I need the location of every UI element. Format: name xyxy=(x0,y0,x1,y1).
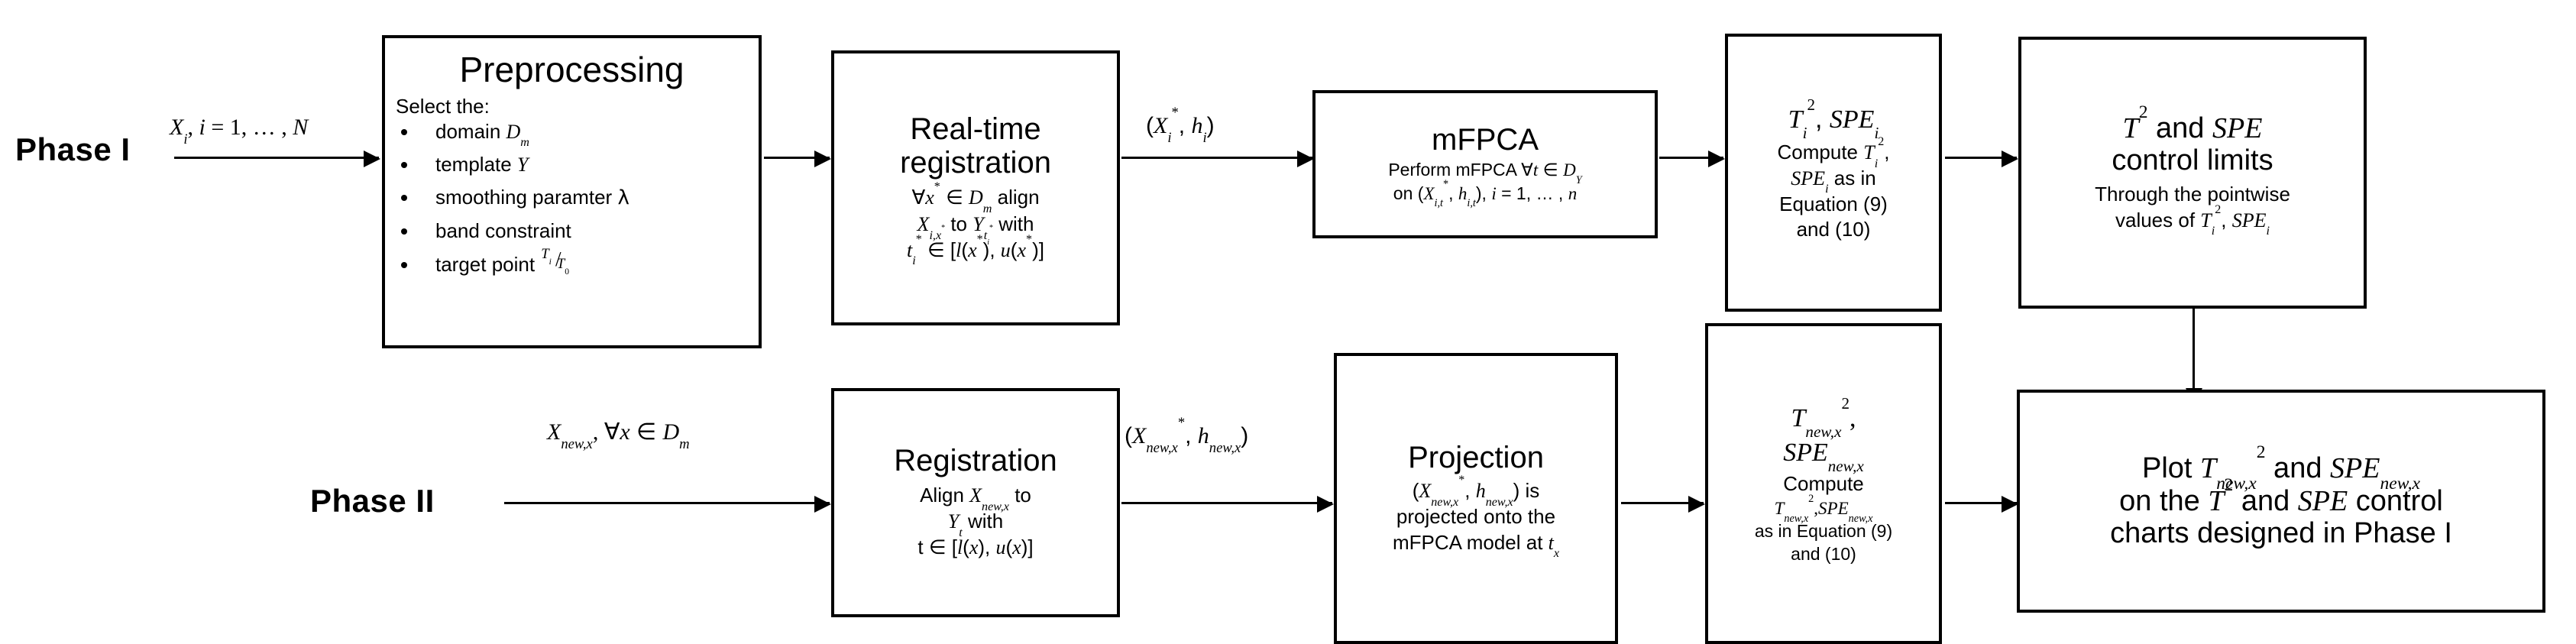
box-control-limits[interactable]: T2 and SPE control limits Through the po… xyxy=(2018,37,2367,309)
stats-phase2-body-line2: Tnew,x2,SPEnew,x xyxy=(1774,493,1873,525)
phase-1-label: Phase I xyxy=(15,131,131,167)
list-item: template Y xyxy=(419,154,629,175)
box-preprocessing[interactable]: Preprocessing Select the: domain Dm temp… xyxy=(382,35,762,348)
control-limits-body-line1: Through the pointwise xyxy=(2095,182,2290,205)
edge-label-registration-to-mfpca: (Xi*, hi) xyxy=(1146,105,1215,147)
box-mfpca[interactable]: mFPCA Perform mFPCA ∀t ∈ DY on (Xi,t*, h… xyxy=(1312,90,1658,238)
stats-phase1-body-line1: Compute Ti2, xyxy=(1777,134,1890,170)
arrow-preprocessing-to-registration xyxy=(764,150,831,167)
arrow-projection-to-stats2 xyxy=(1621,496,1705,513)
plot-phase2-body-line2: on the T2 and SPE control xyxy=(2119,474,2443,517)
plot-phase2-body-line1: Plot Tnew,x2 and SPEnew,x xyxy=(2142,442,2420,494)
arrow-phase1-input xyxy=(174,150,380,167)
box-plot-phase2[interactable]: Plot Tnew,x2 and SPEnew,x on the T2 and … xyxy=(2017,390,2545,613)
preprocessing-title: Preprocessing xyxy=(459,50,684,89)
arrow-registration-to-mfpca xyxy=(1121,150,1314,167)
arrow-stats2-to-plot xyxy=(1945,496,2018,513)
realtime-registration-body-line2: Xi,x* to Yti* with xyxy=(917,212,1034,247)
stats-phase2-title-line2: SPEnew,x xyxy=(1783,439,1864,475)
realtime-registration-title-line2: registration xyxy=(900,146,1051,180)
stats-phase2-body-line3: as in Equation (9) xyxy=(1754,521,1893,542)
stats-phase1-title: Ti2, SPEi xyxy=(1788,95,1879,142)
control-limits-title-line2: control limits xyxy=(2112,144,2273,177)
projection-title: Projection xyxy=(1408,441,1544,475)
stats-phase1-body-line2: SPEi as in xyxy=(1791,166,1876,196)
stats-phase2-title-line1: Tnew,x2, xyxy=(1791,393,1856,441)
mfpca-body-line1: Perform mFPCA ∀t ∈ DY xyxy=(1388,160,1582,186)
control-limits-body-line2: values of Ti2, SPEi xyxy=(2115,202,2270,238)
box-realtime-registration[interactable]: Real-time registration ∀x* ∈ Dm align Xi… xyxy=(831,50,1120,325)
box-stats-phase1[interactable]: Ti2, SPEi Compute Ti2, SPEi as in Equati… xyxy=(1725,34,1942,312)
registration-phase2-body-line2: Yt with xyxy=(947,510,1004,539)
registration-phase2-body-line3: t ∈ [l(x), u(x)] xyxy=(917,535,1034,559)
arrow-control-limits-to-plot xyxy=(2186,309,2202,405)
edge-label-phase2-input: Xnew,x, ∀x ∈ Dm xyxy=(547,419,690,453)
realtime-registration-body-line3: ti* ∈ [l(x*), u(x*)] xyxy=(907,232,1044,268)
mfpca-body-line2: on (Xi,t*, hi,t), i = 1, … , n xyxy=(1393,177,1578,210)
stats-phase1-body-line4: and (10) xyxy=(1796,218,1871,241)
list-item: domain Dm xyxy=(419,121,629,149)
registration-phase2-body-line1: Align Xnew,x to xyxy=(920,484,1031,513)
plot-phase2-body-line3: charts designed in Phase I xyxy=(2110,517,2452,550)
arrow-registration2-to-projection xyxy=(1121,496,1334,513)
list-item: smoothing paramter λ xyxy=(419,186,629,209)
arrow-phase2-input xyxy=(504,496,831,513)
preprocessing-bullet-list: domain Dm template Y smoothing paramter … xyxy=(385,121,629,287)
projection-body-line3: mFPCA model at tx xyxy=(1392,530,1560,561)
stats-phase2-body-line4: and (10) xyxy=(1791,544,1856,565)
realtime-registration-title-line1: Real-time xyxy=(910,112,1041,146)
list-item: target point Ti/T0 xyxy=(419,246,629,276)
realtime-registration-body-line1: ∀x* ∈ Dm align xyxy=(911,180,1040,215)
box-stats-phase2[interactable]: Tnew,x2, SPEnew,x Compute Tnew,x2,SPEnew… xyxy=(1705,323,1942,644)
edge-label-registration2-to-projection: (Xnew,x*, hnew,x) xyxy=(1125,415,1249,457)
phase-2-label: Phase II xyxy=(310,483,435,519)
projection-body-line2: projected onto the xyxy=(1396,505,1556,528)
stats-phase1-body-line3: Equation (9) xyxy=(1779,192,1888,215)
arrow-mfpca-to-stats xyxy=(1659,150,1725,167)
mfpca-title: mFPCA xyxy=(1432,123,1539,157)
box-projection[interactable]: Projection (Xnew,x*, hnew,x) is projecte… xyxy=(1334,353,1618,644)
preprocessing-subtitle: Select the: xyxy=(396,94,490,118)
arrow-stats-to-control-limits xyxy=(1945,150,2018,167)
box-registration-phase2[interactable]: Registration Align Xnew,x to Yt with t ∈… xyxy=(831,388,1120,617)
edge-label-phase1-input: Xi, i = 1, … , N xyxy=(170,115,309,148)
control-limits-title-line1: T2 and SPE xyxy=(2122,102,2263,144)
list-item: band constraint xyxy=(419,221,629,241)
projection-body-line1: (Xnew,x*, hnew,x) is xyxy=(1412,474,1540,509)
stats-phase2-body-line1: Compute xyxy=(1783,472,1864,496)
registration-phase2-title: Registration xyxy=(894,444,1057,478)
